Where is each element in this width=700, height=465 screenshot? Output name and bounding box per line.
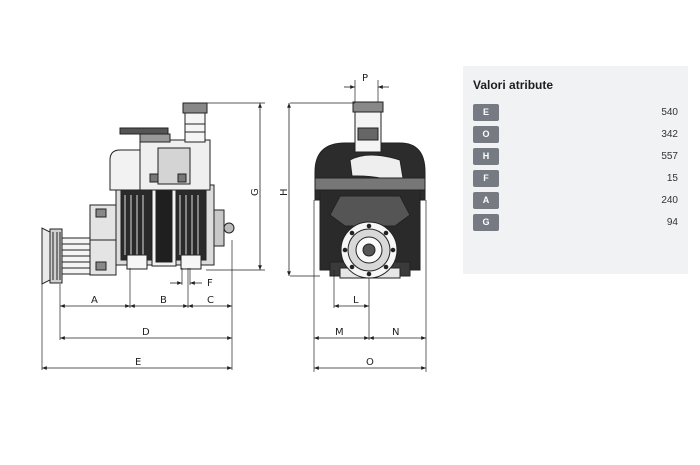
top-manifold <box>109 102 211 191</box>
dim-label-l: L <box>353 295 359 306</box>
dim-label-a: A <box>91 295 98 306</box>
attribute-key-badge: A <box>473 192 499 210</box>
dim-label-e: E <box>135 357 141 368</box>
attribute-value: 94 <box>666 217 678 229</box>
dim-label-g: G <box>250 188 261 196</box>
dim-label-b: B <box>160 295 167 306</box>
attribute-values-panel: Valori atribute E 540 O 342 H 557 F 15 A… <box>463 66 688 274</box>
side-extension-lines <box>41 102 265 370</box>
attribute-row: G 94 <box>473 212 678 234</box>
dim-label-m: M <box>335 327 344 338</box>
pto-shaft-coupling <box>41 227 91 285</box>
dim-label-f: F <box>207 278 213 289</box>
attribute-key-badge: G <box>473 214 499 232</box>
attribute-value: 557 <box>661 151 678 163</box>
side-dimension-lines <box>42 103 262 370</box>
attribute-list: E 540 O 342 H 557 F 15 A 240 G 94 <box>473 102 678 234</box>
attribute-row: H 557 <box>473 146 678 168</box>
side-view <box>41 102 265 370</box>
gearbox-housing <box>89 204 117 276</box>
attribute-value: 15 <box>666 173 678 185</box>
dim-label-d: D <box>142 327 150 338</box>
front-dimension-lines <box>287 85 426 370</box>
attribute-key-badge: F <box>473 170 499 188</box>
pump-body <box>115 184 235 270</box>
attribute-key-badge: E <box>473 104 499 122</box>
attribute-row: O 342 <box>473 124 678 146</box>
dim-label-n: N <box>392 327 399 338</box>
front-flange <box>340 221 398 279</box>
front-pump-body <box>314 101 426 279</box>
attribute-row: F 15 <box>473 168 678 190</box>
attribute-key-badge: O <box>473 126 499 144</box>
attribute-value: 540 <box>661 107 678 119</box>
panel-title: Valori atribute <box>473 78 554 92</box>
attribute-value: 240 <box>661 195 678 207</box>
attribute-row: A 240 <box>473 190 678 212</box>
attribute-row: E 540 <box>473 102 678 124</box>
dim-label-p: P <box>362 73 368 84</box>
attribute-value: 342 <box>661 129 678 141</box>
dim-label-o: O <box>366 357 374 368</box>
dim-label-c: C <box>207 295 214 306</box>
attribute-key-badge: H <box>473 148 499 166</box>
front-view <box>287 80 427 372</box>
front-extension-lines <box>290 80 427 372</box>
dim-label-h: H <box>279 188 290 196</box>
